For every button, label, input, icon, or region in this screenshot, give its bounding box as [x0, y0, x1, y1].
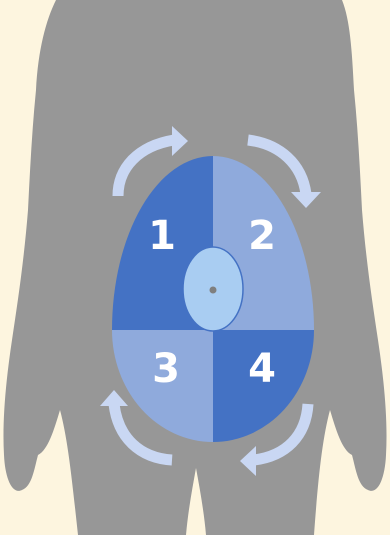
quadrant-1-label: 1	[148, 213, 176, 259]
quadrant-2-label: 2	[248, 213, 276, 259]
navel-dot	[210, 287, 217, 294]
quadrant-3-label: 3	[152, 346, 180, 392]
quadrant-4-label: 4	[248, 346, 276, 392]
